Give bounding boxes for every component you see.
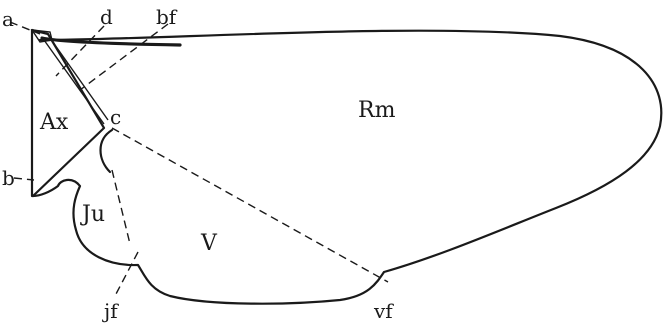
jugal-fold-jf xyxy=(112,170,130,244)
fold-line-bf xyxy=(80,24,168,90)
label-a: a xyxy=(2,7,14,31)
label-bf: bf xyxy=(156,5,178,29)
label-ju: Ju xyxy=(80,202,105,227)
fold-line-d xyxy=(56,26,104,76)
label-d: d xyxy=(100,5,113,29)
jugal-fold-jf-lower xyxy=(116,252,138,294)
axillary-inner-line-2 xyxy=(50,38,108,120)
label-jf: jf xyxy=(102,299,119,323)
label-b: b xyxy=(2,166,15,190)
wing-outline xyxy=(33,31,661,304)
fold-line-a xyxy=(10,22,40,34)
label-v: V xyxy=(200,231,218,256)
vannal-jugal-curve xyxy=(101,130,113,172)
label-c: c xyxy=(110,105,121,129)
label-rm: Rm xyxy=(358,98,396,123)
label-ax: Ax xyxy=(39,110,69,135)
vannal-fold-vf xyxy=(112,128,388,282)
label-vf: vf xyxy=(373,299,394,323)
